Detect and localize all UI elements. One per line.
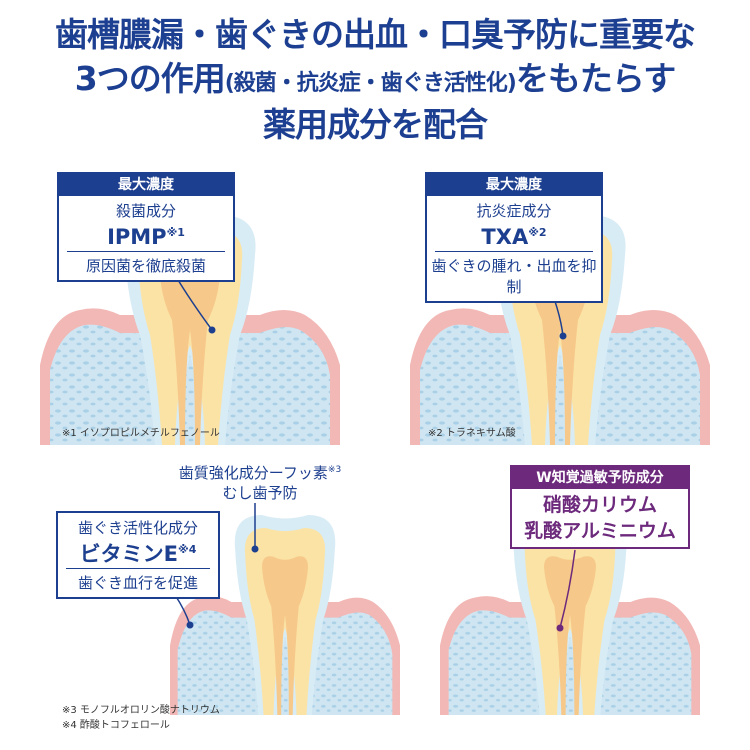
- fluoride-callout: 歯質強化成分ーフッ素※3 むし歯予防: [125, 460, 395, 503]
- category: 歯ぐき活性化成分: [77, 519, 198, 537]
- ingredient-2: 乳酸アルミニウム: [524, 520, 676, 542]
- sensitivity-callout: W知覚過敏予防成分 硝酸カリウム 乳酸アルミニウム: [510, 465, 690, 549]
- ipmp-callout: 最大濃度 殺菌成分 IPMP※1 原因菌を徹底殺菌: [57, 172, 235, 282]
- vitamin-e-callout: 歯ぐき活性化成分 ビタミンE※4 歯ぐき血行を促進: [56, 511, 220, 599]
- effect: 歯ぐき血行を促進: [77, 574, 198, 592]
- footnote-mark: ※2: [528, 226, 547, 239]
- headline-brings: をもたらす: [515, 59, 676, 98]
- footnote-3: ※3 モノフルオロリン酸ナトリウム: [62, 705, 220, 716]
- headline-line1: 歯槽膿漏・歯ぐきの出血・口臭予防に重要な: [55, 15, 696, 54]
- footnote-2: ※2 トラネキサム酸: [428, 428, 516, 439]
- ingredient-name: TXA※2: [427, 221, 601, 249]
- max-concentration-label: 最大濃度: [59, 174, 233, 196]
- ingredient-name: ビタミンE※4: [58, 538, 218, 566]
- ingredient: IPMP: [107, 225, 167, 249]
- effect: 原因菌を徹底殺菌: [85, 257, 206, 275]
- footnote-mark: ※3: [327, 465, 342, 475]
- headline-line2: 3つの作用(殺菌・抗炎症・歯ぐき活性化)をもたらす: [0, 52, 750, 100]
- ingredient-1: 硝酸カリウム: [542, 494, 657, 516]
- footnote-1: ※1 イソプロピルメチルフェノール: [62, 428, 220, 439]
- category: 殺菌成分: [115, 202, 176, 220]
- footnote-mark: ※4: [178, 543, 197, 556]
- max-concentration-label: 最大濃度: [427, 174, 601, 196]
- fluoride: 歯質強化成分ーフッ素: [178, 464, 328, 482]
- txa-callout: 最大濃度 抗炎症成分 TXA※2 歯ぐきの腫れ・出血を抑制: [425, 172, 603, 303]
- headline-three-effects: 3つの作用: [74, 59, 226, 98]
- divider: [435, 251, 593, 252]
- footnote-mark: ※1: [166, 226, 185, 239]
- sensitivity-header: W知覚過敏予防成分: [512, 467, 688, 489]
- headline-line3: 薬用成分を配合: [263, 105, 488, 144]
- footnote-4: ※4 酢酸トコフェロール: [62, 720, 170, 731]
- ingredient-name: IPMP※1: [59, 221, 233, 249]
- ingredient: ビタミンE: [79, 542, 178, 566]
- divider: [67, 251, 225, 252]
- divider: [66, 568, 210, 569]
- fluoride-effect: むし歯予防: [222, 484, 298, 502]
- effect: 歯ぐきの腫れ・出血を抑制: [431, 257, 597, 296]
- headline-effects-list: (殺菌・抗炎症・歯ぐき活性化): [224, 71, 517, 96]
- fluoride-label: 歯質強化成分ーフッ素※3: [125, 460, 395, 483]
- ingredient: TXA: [481, 225, 529, 249]
- category: 抗炎症成分: [476, 202, 552, 220]
